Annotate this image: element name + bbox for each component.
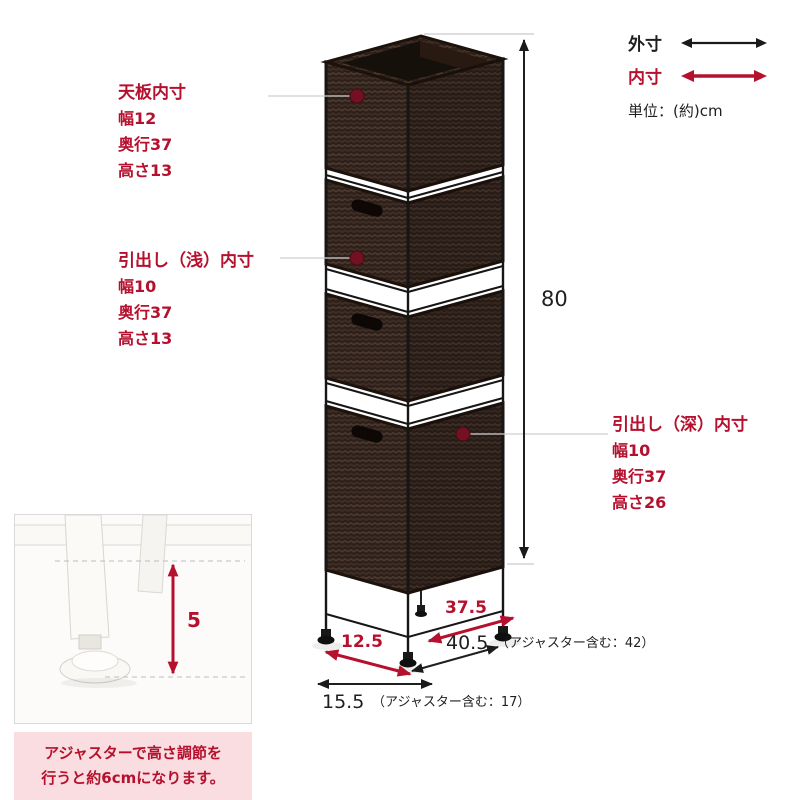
inner-depth-label: 37.5 <box>445 598 487 618</box>
callout-top-board-height: 高さ13 <box>118 161 173 180</box>
drawer-handle-cutout <box>351 313 383 331</box>
adjuster-note-line2: 行うと約6cmになります。 <box>41 768 225 787</box>
callout-drawer-deep-title: 引出し（深）内寸 <box>612 415 748 435</box>
top-box <box>320 34 509 193</box>
height-dimension-label: 80 <box>541 287 568 311</box>
callout-drawer-deep-height: 高さ26 <box>612 493 667 512</box>
adjuster-note-line1: アジャスターで高さ調節を <box>44 744 222 762</box>
unit-note: 単位：(約)cm <box>628 102 723 120</box>
callout-drawer-deep-depth: 奥行37 <box>612 467 667 486</box>
callout-top-board-depth: 奥行37 <box>118 135 173 154</box>
drawer-handle-cutout <box>351 425 383 443</box>
adjuster-stem <box>78 634 102 650</box>
outer-depth-note: （アジャスター含む：42） <box>496 635 654 651</box>
drawer-handle-cutout <box>351 199 383 217</box>
storage-tower-illustration <box>312 34 521 673</box>
callout-top-board: 天板内寸 幅12 奥行37 高さ13 <box>118 80 186 184</box>
inner-dimension-arrow-icon <box>681 69 767 82</box>
callout-dot-drawer-shallow <box>349 250 365 266</box>
drawer-shallow-2 <box>324 289 505 403</box>
callout-drawer-shallow-width: 幅10 <box>118 277 157 296</box>
inner-dimension-legend-row: 内寸 <box>628 59 798 92</box>
drawer-shallow-1 <box>324 175 505 289</box>
adjuster-height-label: 5 <box>187 608 201 632</box>
outer-dimension-label: 外寸 <box>628 35 662 55</box>
callout-drawer-deep: 引出し（深）内寸 幅10 奥行37 高さ26 <box>612 412 748 516</box>
frame-crossbar <box>15 524 251 546</box>
callout-drawer-shallow-title: 引出し（浅）内寸 <box>118 251 254 271</box>
inner-width-label: 12.5 <box>341 632 383 652</box>
frame-leg-rear <box>137 515 168 594</box>
callout-drawer-shallow-depth: 奥行37 <box>118 303 173 322</box>
callout-drawer-shallow: 引出し（浅）内寸 幅10 奥行37 高さ13 <box>118 248 254 352</box>
adjuster-note-banner: アジャスターで高さ調節を 行うと約6cmになります。 <box>14 732 252 800</box>
drawer-deep <box>324 401 505 595</box>
callout-top-board-width: 幅12 <box>118 109 157 128</box>
inner-dimension-label: 内寸 <box>628 68 662 88</box>
callout-top-board-title: 天板内寸 <box>118 83 186 103</box>
dimension-annotations: 80 12.5 37.5 40.5 （アジャスター含む：42） 15.5 （アジ… <box>268 33 654 713</box>
callout-dot-drawer-deep <box>455 426 471 442</box>
outer-depth-label: 40.5 <box>446 632 488 654</box>
adjuster-foot-inset: 5 <box>14 514 252 724</box>
frame-leg-front <box>64 515 110 640</box>
callout-drawer-deep-width: 幅10 <box>612 441 651 460</box>
outer-width-note: （アジャスター含む：17） <box>372 694 530 710</box>
callout-drawer-shallow-height: 高さ13 <box>118 329 173 348</box>
inner-depth-arrow <box>427 615 515 644</box>
inset-background <box>15 515 251 723</box>
inner-width-arrow <box>324 649 412 677</box>
adjuster-foot-top <box>71 650 119 672</box>
adjuster-foot-photo: 5 <box>15 515 251 723</box>
outer-depth-arrow <box>411 645 499 673</box>
dimension-legend: 外寸 内寸 単位：(約)cm <box>628 26 798 121</box>
outer-dimension-arrow-icon <box>681 37 767 48</box>
foot-shadow <box>61 678 137 688</box>
outer-dimension-legend-row: 外寸 <box>628 26 798 59</box>
callout-dot-top-board <box>349 88 365 104</box>
metal-frame <box>324 60 505 654</box>
outer-width-label: 15.5 <box>322 691 364 713</box>
